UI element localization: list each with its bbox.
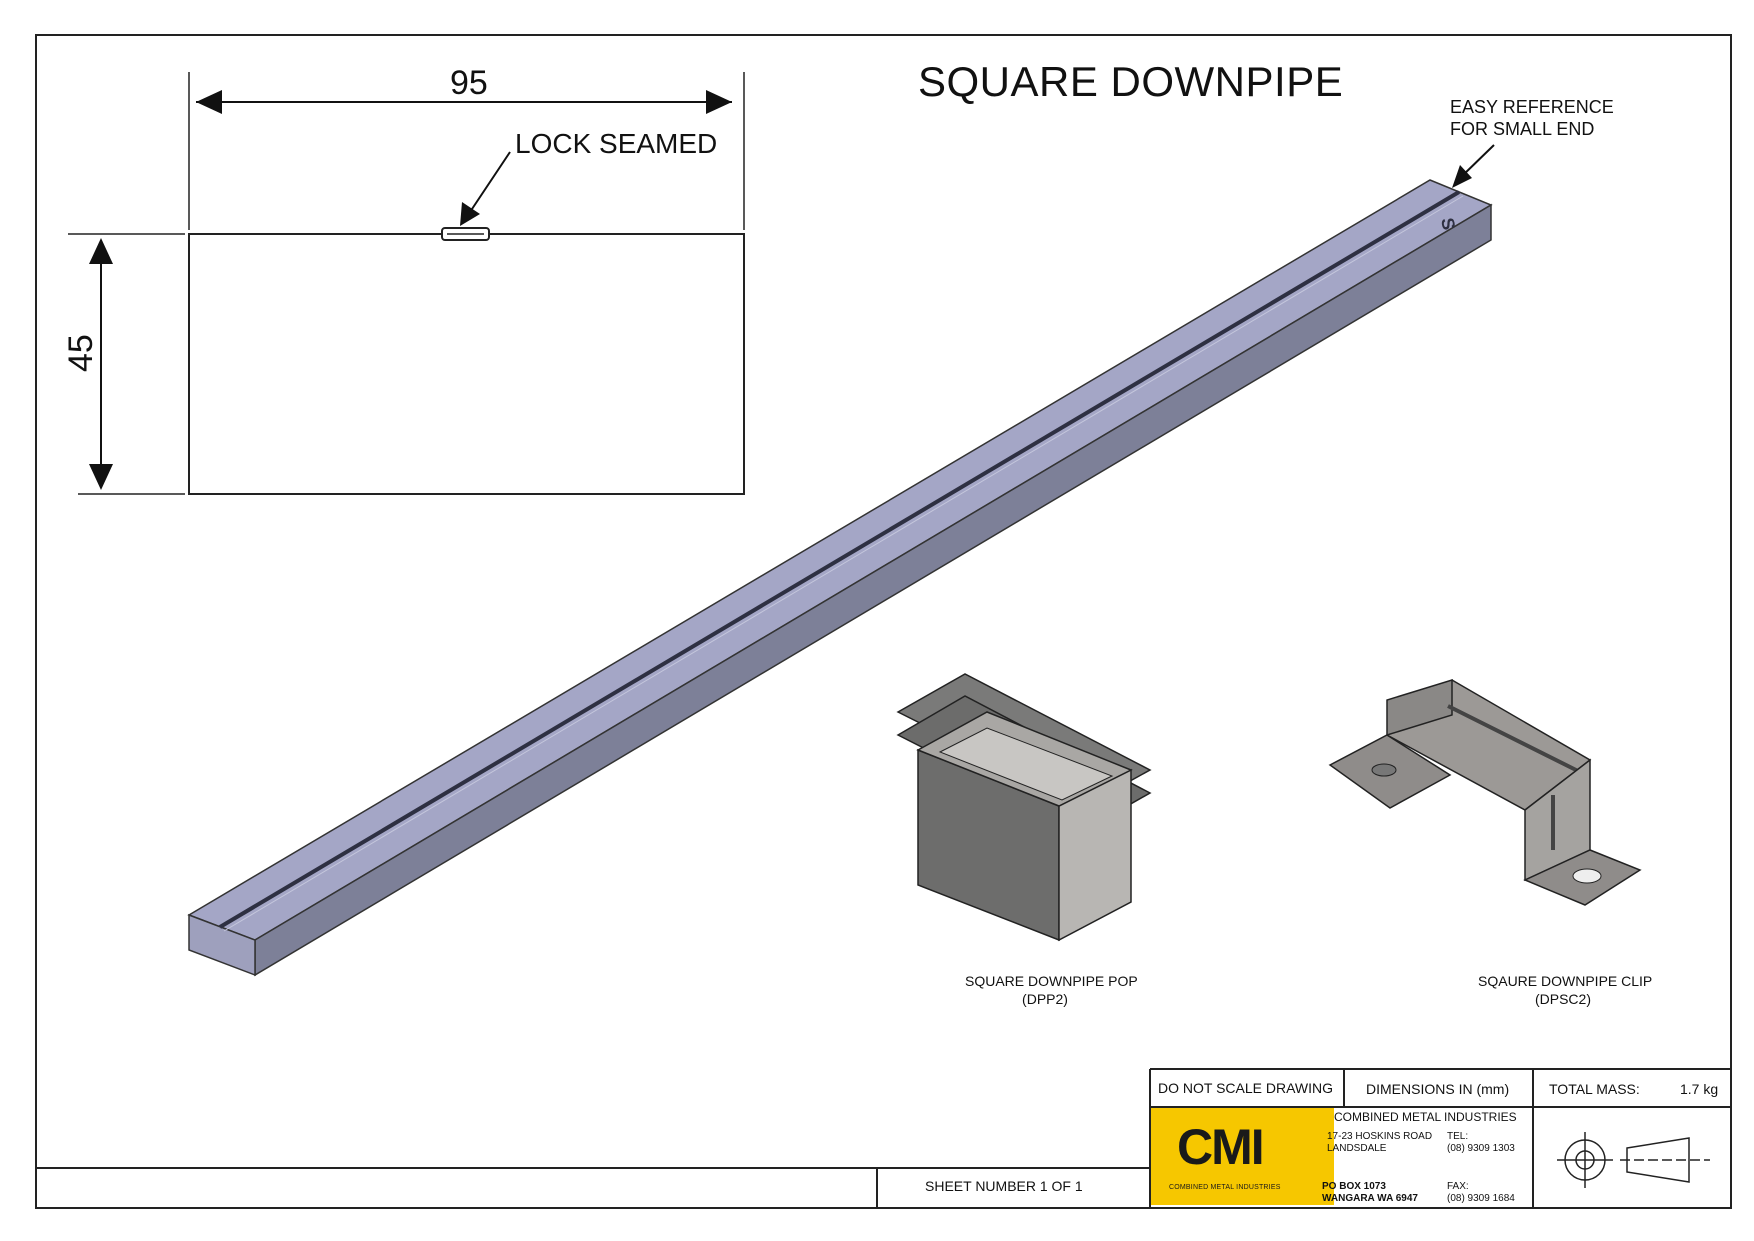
dimensions-label: DIMENSIONS IN (mm) [1366,1081,1510,1097]
logo-mark: CMI [1177,1119,1265,1175]
total-mass-value: 1.7 kg [1680,1081,1719,1097]
address-line2: LANDSDALE [1327,1143,1387,1154]
small-end-note-line2: FOR SMALL END [1450,119,1595,139]
small-end-note-line1: EASY REFERENCE [1450,97,1614,117]
pipe-side-face [254,203,1492,977]
tel-label: TEL: [1447,1131,1469,1142]
pop-code: (DPP2) [1022,991,1068,1007]
po-box-line1: PO BOX 1073 [1322,1181,1386,1192]
pop-name: SQUARE DOWNPIPE POP [965,973,1138,989]
sheet-border [35,34,1732,1209]
clip-caption: SQAURE DOWNPIPE CLIP (DPSC2) [1478,972,1653,1008]
tel-number: (08) 9309 1303 [1447,1143,1515,1154]
fax-number: (08) 9309 1684 [1447,1193,1515,1204]
pipe-end-face [188,913,256,977]
width-dimension-label: 95 [450,64,488,102]
height-dimension-label: 45 [62,334,100,372]
company-logo: CMI COMBINED METAL INDUSTRIES [1151,1108,1334,1205]
downpipe-clip-illustration [1328,678,1642,906]
downpipe-isometric: S [187,144,1495,977]
downpipe-pop-illustration [896,673,1152,942]
clip-name: SQAURE DOWNPIPE CLIP [1478,973,1653,989]
lock-seam-leader [465,151,511,219]
pop-caption: SQUARE DOWNPIPE POP (DPP2) [965,972,1138,1008]
page-title: SQUARE DOWNPIPE [918,58,1344,105]
total-mass-label: TOTAL MASS: [1549,1081,1640,1097]
title-block-frame [36,1068,1731,1208]
sheet-number: SHEET NUMBER 1 OF 1 [925,1178,1083,1194]
projection-symbol [1557,1132,1710,1188]
clip-code: (DPSC2) [1534,991,1591,1007]
pipe-seam [218,190,1461,929]
logo-subtitle: COMBINED METAL INDUSTRIES [1169,1184,1281,1191]
do-not-scale-label: DO NOT SCALE DRAWING [1158,1080,1334,1096]
small-end-marking: S [1437,216,1459,231]
cross-section [68,72,745,495]
po-box-line2: WANGARA WA 6947 [1322,1193,1418,1204]
lock-seam-label: LOCK SEAMED [515,128,718,159]
section-outline [188,233,745,495]
fax-label: FAX: [1447,1181,1469,1192]
address-line1: 17-23 HOSKINS ROAD [1327,1131,1433,1142]
company-name: COMBINED METAL INDUSTRIES [1334,1110,1517,1124]
